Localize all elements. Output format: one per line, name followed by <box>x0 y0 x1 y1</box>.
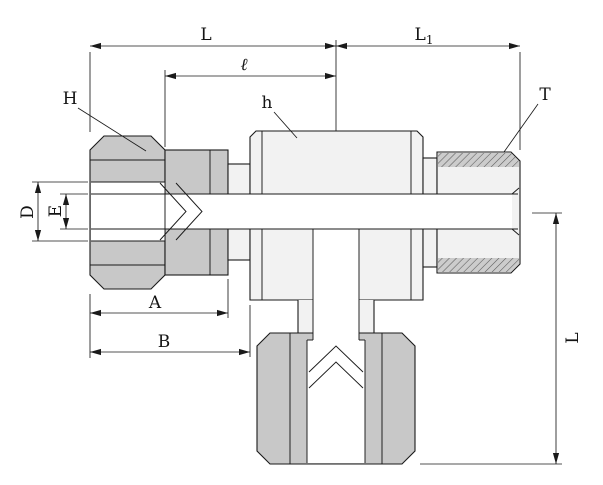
label-L-run: L <box>200 25 211 45</box>
label-B: B <box>158 332 171 352</box>
internal-bore-lines <box>91 181 520 463</box>
thread-hatch-top <box>438 153 519 167</box>
leader-h <box>273 111 298 139</box>
label-E: E <box>46 205 66 217</box>
leader-lines <box>77 103 539 153</box>
label-D: D <box>18 205 38 219</box>
thread-hatch-bottom <box>438 258 519 272</box>
ferrule-cones-left <box>159 182 203 241</box>
label-l-center: ℓ <box>240 55 247 75</box>
label-A: A <box>148 293 162 313</box>
bore-cutouts <box>91 182 512 463</box>
leader-T <box>503 103 539 153</box>
ferrule-cones-bottom <box>308 345 364 389</box>
label-H: H <box>63 89 78 109</box>
label-L1: L1 <box>415 25 434 47</box>
leader-H <box>77 107 147 152</box>
dimension-lines <box>34 42 560 464</box>
extension-lines <box>32 40 562 465</box>
label-L-vertical: L <box>563 332 583 343</box>
label-h: h <box>262 93 273 113</box>
label-T: T <box>539 85 551 105</box>
